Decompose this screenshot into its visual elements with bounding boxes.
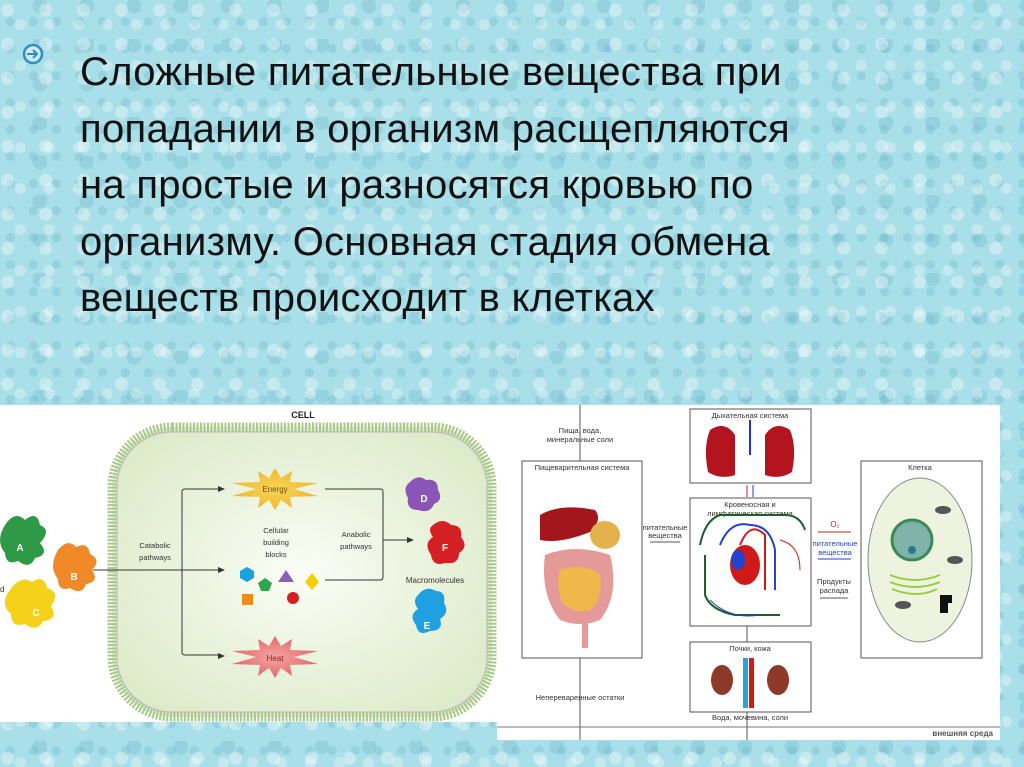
circulatory-box: [689, 497, 812, 627]
cell-box: [860, 460, 983, 659]
cell-title: CELL: [291, 410, 315, 420]
lungs-illustration: [705, 420, 795, 477]
building-blocks-label: Cellular: [263, 526, 289, 535]
text-line: организму. Основная стадия обмена: [80, 219, 771, 264]
body-systems-diagram: Пища, вода, минеральные соли Пищеварител…: [497, 405, 1000, 740]
o2-label: O₂: [830, 520, 839, 529]
macro-e: E: [424, 621, 431, 632]
building-block-shapes: [240, 567, 319, 605]
decay-label: Продукты: [817, 577, 851, 586]
building-blocks-label-2: building: [263, 538, 289, 547]
cell-metabolism-diagram: CELL Catabolic pathways Anabolic pathway…: [0, 405, 497, 722]
digestive-label: Пищеварительная система: [535, 463, 631, 472]
heat-burst: [232, 636, 318, 678]
anabolic-label-2: pathways: [340, 542, 372, 551]
heat-label: Heat: [267, 654, 285, 663]
environment-label: внешняя среда: [932, 729, 993, 738]
energy-burst: [232, 468, 318, 510]
input-label-2: минеральные соли: [547, 435, 613, 444]
circulatory-illustration: [699, 514, 806, 617]
text-line: попадании в организм расщепляются: [80, 106, 790, 151]
catabolic-label-2: pathways: [139, 553, 171, 562]
cut-label: d: [0, 585, 4, 594]
macro-f: F: [442, 543, 448, 554]
kidneys-box: [689, 641, 812, 713]
text-line: на простые и разносятся кровью по: [80, 163, 754, 207]
undigested-label: Непереваренные остатки: [536, 693, 625, 702]
nutrient-b: B: [70, 572, 77, 583]
pathway-arrows: [93, 488, 408, 656]
nutrients-right-label-2: вещества: [818, 548, 852, 557]
circulatory-label-2: лимфатическая система: [707, 509, 793, 518]
nutrient-a: A: [16, 543, 23, 554]
respiratory-label: Дыхательная система: [712, 411, 790, 420]
slide-text: Сложные питательные вещества при попадан…: [80, 44, 1010, 327]
decay-label-2: распада: [820, 586, 850, 595]
nutrients-left-label: питательные: [643, 523, 688, 532]
nutrients-left-label-2: вещества: [648, 531, 682, 540]
digestive-box: [521, 460, 643, 659]
text-line: веществ происходит в клетках: [80, 276, 655, 320]
digestive-organs-illustration: [540, 507, 620, 648]
cell-label: Клетка: [908, 463, 933, 472]
circle-arrow-right-icon: [22, 43, 44, 65]
macromolecules-label: Macromolecules: [406, 576, 464, 585]
kidneys-label: Почки, кожа: [729, 644, 771, 653]
text-line: Сложные питательные вещества при: [80, 50, 782, 94]
nutrient-blobs: A B C d: [0, 516, 97, 628]
respiratory-box: [689, 408, 812, 484]
cell-illustration: [867, 477, 973, 643]
input-label: Пища, вода,: [559, 426, 602, 435]
catabolic-label: Catabolic: [139, 541, 171, 550]
excreted-label: Вода, мочевина, соли: [712, 713, 788, 722]
macro-d: D: [420, 494, 427, 505]
circulatory-label: Кровеносная и: [724, 500, 776, 509]
nutrient-c: C: [32, 608, 39, 619]
building-blocks-label-3: blocks: [265, 550, 287, 559]
nutrients-right-label: питательные: [813, 539, 858, 548]
macromolecule-blobs: D F E Macromolecules: [405, 477, 465, 633]
cell-membrane: [107, 422, 497, 722]
anabolic-label: Anabolic: [342, 530, 371, 539]
energy-label: Energy: [262, 485, 287, 494]
kidneys-illustration: [711, 658, 789, 708]
